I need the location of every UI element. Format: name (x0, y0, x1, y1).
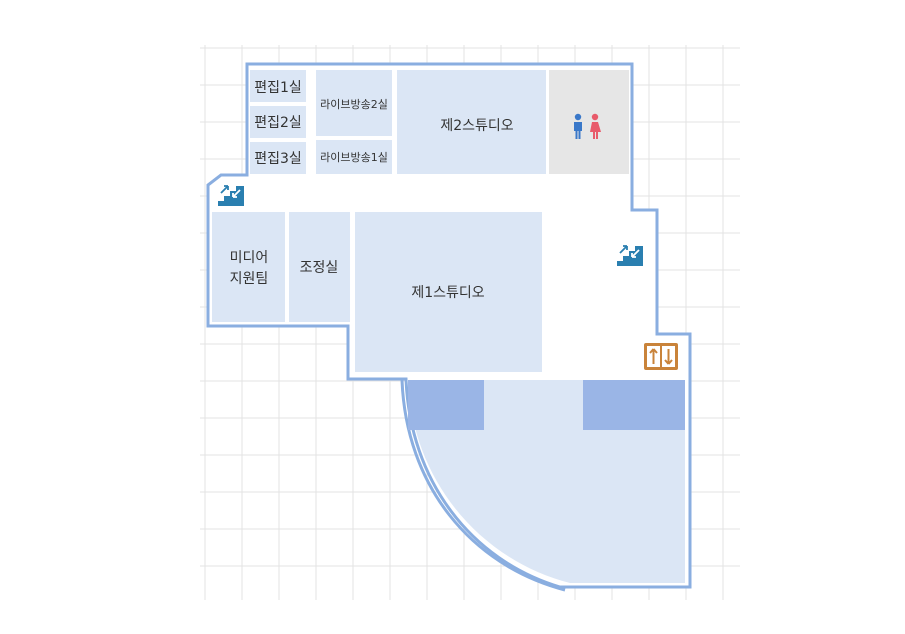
room-live1[interactable] (316, 140, 392, 174)
room-restroom[interactable] (549, 70, 629, 174)
stairs-icon (617, 241, 643, 266)
room-media-support[interactable] (212, 212, 285, 322)
room-control[interactable] (289, 212, 350, 322)
lobby-block-left (408, 380, 484, 430)
label-media-line1: 미디어 (230, 250, 269, 266)
room-studio1[interactable] (355, 212, 542, 372)
room-edit1[interactable] (250, 70, 306, 102)
room-studio2[interactable] (397, 70, 546, 174)
room-edit2[interactable] (250, 106, 306, 138)
label-live2: 라이브방송2실 (320, 98, 388, 111)
room-live2[interactable] (316, 70, 392, 136)
label-control: 조정실 (300, 260, 339, 276)
lobby-block-right (583, 380, 685, 430)
lobby-area[interactable] (408, 380, 685, 583)
lobby-curve-line (400, 379, 566, 592)
label-edit3: 편집3실 (254, 151, 302, 167)
label-live1: 라이브방송1실 (320, 151, 388, 164)
stairs-icon (218, 181, 244, 206)
label-studio1: 제1스튜디오 (411, 285, 484, 301)
restroom-icon (574, 113, 601, 139)
label-edit1: 편집1실 (254, 80, 302, 96)
label-edit2: 편집2실 (254, 115, 302, 131)
room-edit3[interactable] (250, 142, 306, 174)
label-studio2: 제2스튜디오 (440, 118, 513, 134)
label-media-line2: 지원팀 (230, 271, 269, 287)
elevator-icon (644, 343, 678, 370)
